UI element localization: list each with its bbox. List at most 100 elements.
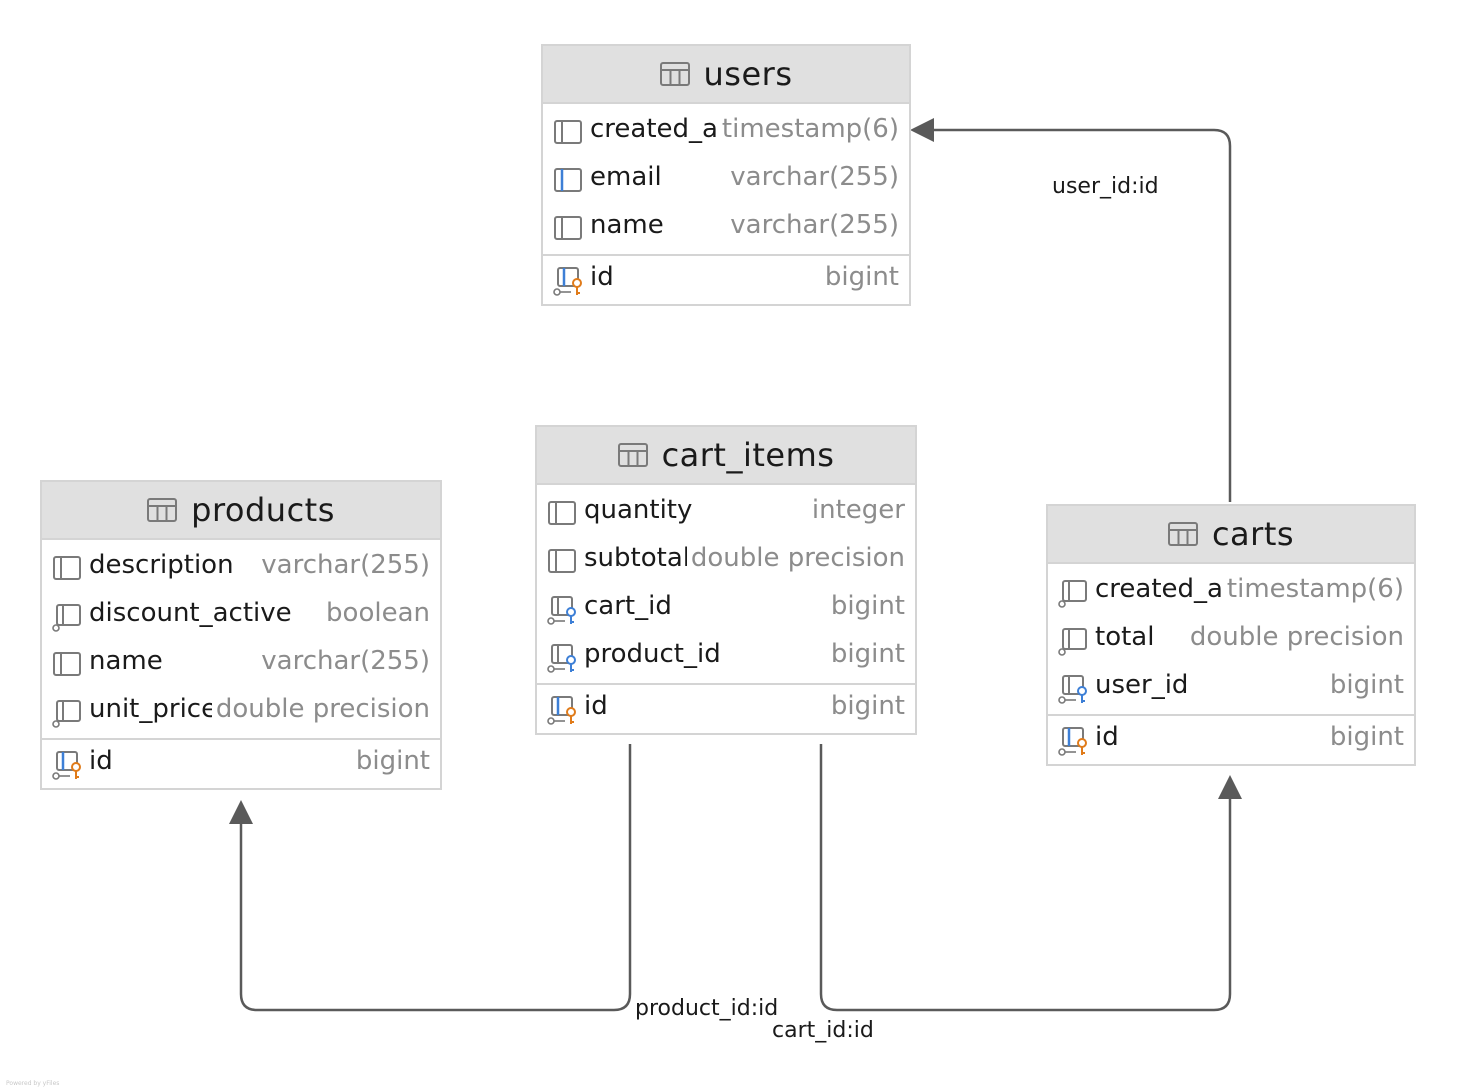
column-type: bigint — [351, 746, 430, 776]
column-name: email — [590, 162, 662, 192]
column-type: boolean — [322, 598, 430, 628]
table-header[interactable]: cart_items — [537, 427, 915, 485]
table-title: users — [703, 55, 793, 93]
table-title: carts — [1211, 515, 1295, 553]
link-cartitems-carts — [819, 744, 1232, 1012]
column-type: timestamp(6) — [1222, 574, 1404, 604]
table-header[interactable]: carts — [1048, 506, 1414, 564]
column-list: description varchar(255) discount_active bo… — [42, 540, 440, 736]
column-type: bigint — [826, 591, 905, 621]
column-name: discount_active — [89, 598, 292, 628]
credit-text: Powered by yFiles — [6, 1080, 60, 1087]
column-name: subtotal — [584, 543, 690, 573]
relation-label-user-id: user_id:id — [1052, 174, 1159, 199]
table-title: products — [191, 491, 335, 529]
column-type: integer — [807, 495, 905, 525]
table-grid-icon — [659, 62, 690, 86]
key-list: id bigint — [537, 683, 915, 733]
foreign-key-icon — [1058, 674, 1090, 704]
column-type: bigint — [1325, 670, 1404, 700]
table-header[interactable]: products — [42, 482, 440, 540]
column-name: total — [1095, 622, 1155, 652]
nullable-column-icon — [1058, 626, 1090, 656]
column-type: bigint — [1325, 722, 1404, 752]
column-name: description — [89, 550, 234, 580]
column-type: timestamp(6) — [717, 114, 899, 144]
column-icon — [547, 499, 579, 529]
column-icon — [52, 650, 84, 680]
column-row-email[interactable]: email varchar(255) — [543, 156, 909, 204]
column-row-id[interactable]: id bigint — [1048, 716, 1414, 764]
column-row-total[interactable]: total double precision — [1048, 616, 1414, 664]
arrowhead-products — [229, 800, 253, 824]
key-list: id bigint — [543, 254, 909, 304]
column-name: user_id — [1095, 670, 1189, 700]
column-icon — [553, 214, 585, 244]
column-row-quantity[interactable]: quantity integer — [537, 489, 915, 537]
column-name: created_at — [590, 114, 729, 144]
arrowhead-carts — [1218, 775, 1242, 799]
nullable-column-icon — [52, 602, 84, 632]
link-carts-users — [932, 128, 1232, 502]
column-type: varchar(255) — [726, 162, 899, 192]
table-title: cart_items — [661, 436, 835, 474]
column-row-id[interactable]: id bigint — [537, 685, 915, 733]
table-grid-icon — [147, 498, 178, 522]
nullable-column-icon — [1058, 578, 1090, 608]
table-products[interactable]: products description varchar(255) discount_… — [40, 480, 442, 790]
column-name: cart_id — [584, 591, 672, 621]
column-type: varchar(255) — [726, 210, 899, 240]
column-type: varchar(255) — [257, 550, 430, 580]
relation-label-product-id: product_id:id — [635, 996, 779, 1021]
column-row-description[interactable]: description varchar(255) — [42, 544, 440, 592]
key-list: id bigint — [42, 738, 440, 788]
column-type: varchar(255) — [257, 646, 430, 676]
column-name: created_at — [1095, 574, 1234, 604]
column-icon — [547, 547, 579, 577]
column-name: id — [1095, 722, 1119, 752]
column-type: double precision — [1185, 622, 1404, 652]
relation-label-cart-id: cart_id:id — [772, 1018, 874, 1043]
nullable-column-icon — [52, 698, 84, 728]
column-row-cart-id[interactable]: cart_id bigint — [537, 585, 915, 633]
column-name: id — [584, 691, 608, 721]
column-type: bigint — [820, 262, 899, 292]
primary-key-icon — [1058, 726, 1090, 756]
column-icon — [52, 554, 84, 584]
column-row-name[interactable]: name varchar(255) — [543, 204, 909, 252]
column-row-discount-active[interactable]: discount_active boolean — [42, 592, 440, 640]
foreign-key-icon — [547, 643, 579, 673]
table-grid-icon — [1167, 522, 1198, 546]
column-name: id — [89, 746, 113, 776]
column-row-id[interactable]: id bigint — [543, 256, 909, 304]
link-cartitems-products — [239, 744, 632, 1012]
column-name: product_id — [584, 639, 721, 669]
column-type: bigint — [826, 691, 905, 721]
column-name: id — [590, 262, 614, 292]
column-name: name — [590, 210, 664, 240]
key-list: id bigint — [1048, 714, 1414, 764]
column-row-user-id[interactable]: user_id bigint — [1048, 664, 1414, 712]
column-icon — [553, 118, 585, 148]
column-type: double precision — [686, 543, 905, 573]
table-header[interactable]: users — [543, 46, 909, 104]
primary-key-icon — [547, 695, 579, 725]
primary-key-icon — [52, 750, 84, 780]
column-type: double precision — [211, 694, 430, 724]
column-name: quantity — [584, 495, 693, 525]
table-grid-icon — [617, 443, 648, 467]
column-row-id[interactable]: id bigint — [42, 740, 440, 788]
